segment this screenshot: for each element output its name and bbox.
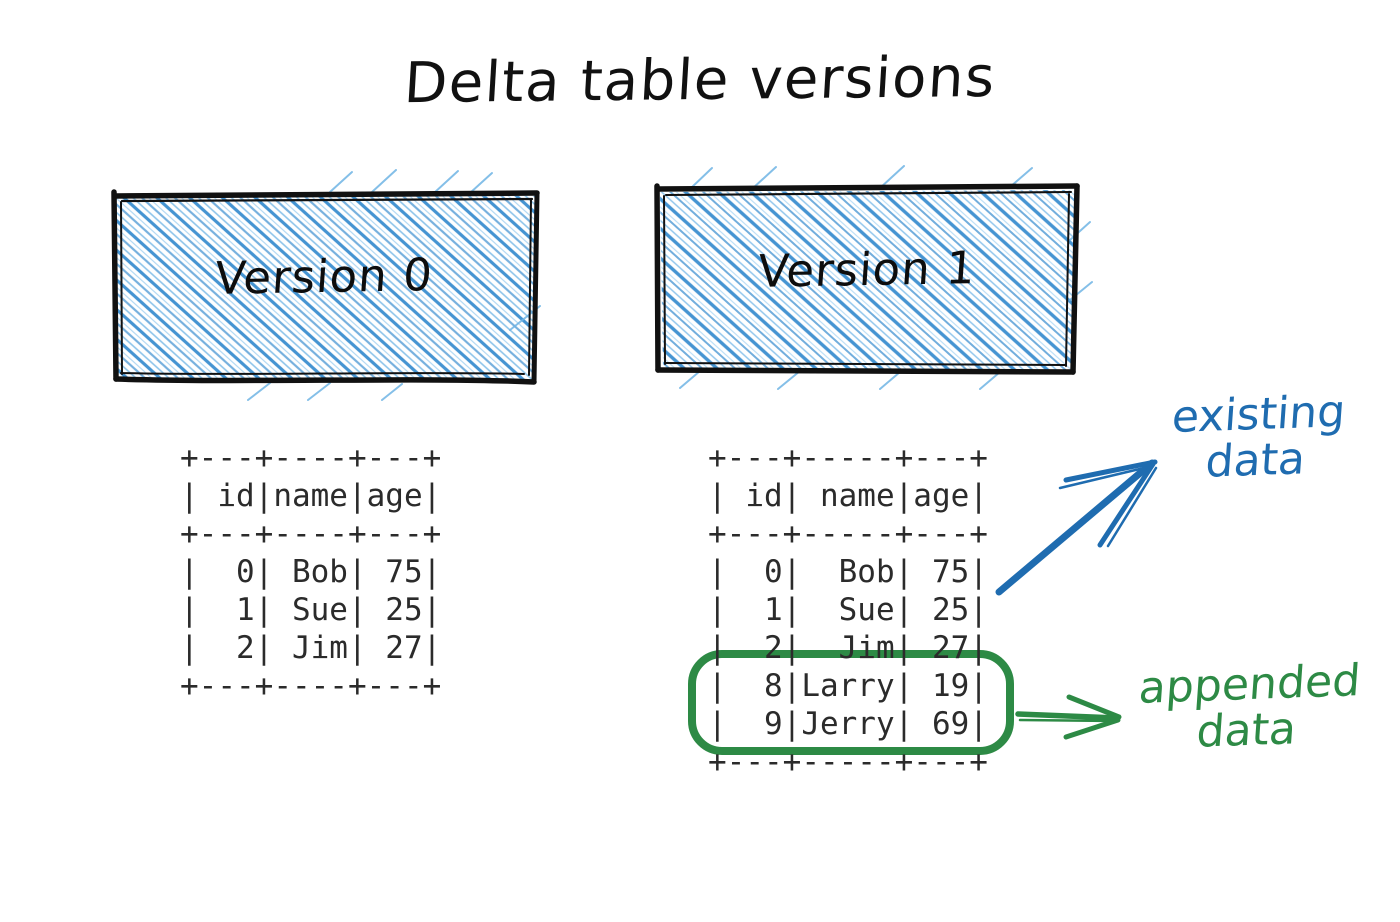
appended-data-annotation: appended data [1104, 655, 1391, 758]
version0-box: Version 0 [110, 188, 538, 382]
version0-label: Version 0 [213, 248, 435, 305]
version1-box: Version 1 [655, 183, 1079, 371]
version0-table: +---+----+---+ | id|name|age| +---+----+… [180, 440, 442, 704]
existing-data-line2: data [1203, 433, 1307, 488]
page-title: Delta table versions [402, 44, 998, 117]
version1-label: Version 1 [756, 241, 978, 298]
existing-data-annotation: existing data [1128, 386, 1385, 488]
appended-data-arrow [1015, 694, 1122, 740]
version1-table: +---+-----+---+ | id| name|age| +---+---… [708, 440, 988, 780]
